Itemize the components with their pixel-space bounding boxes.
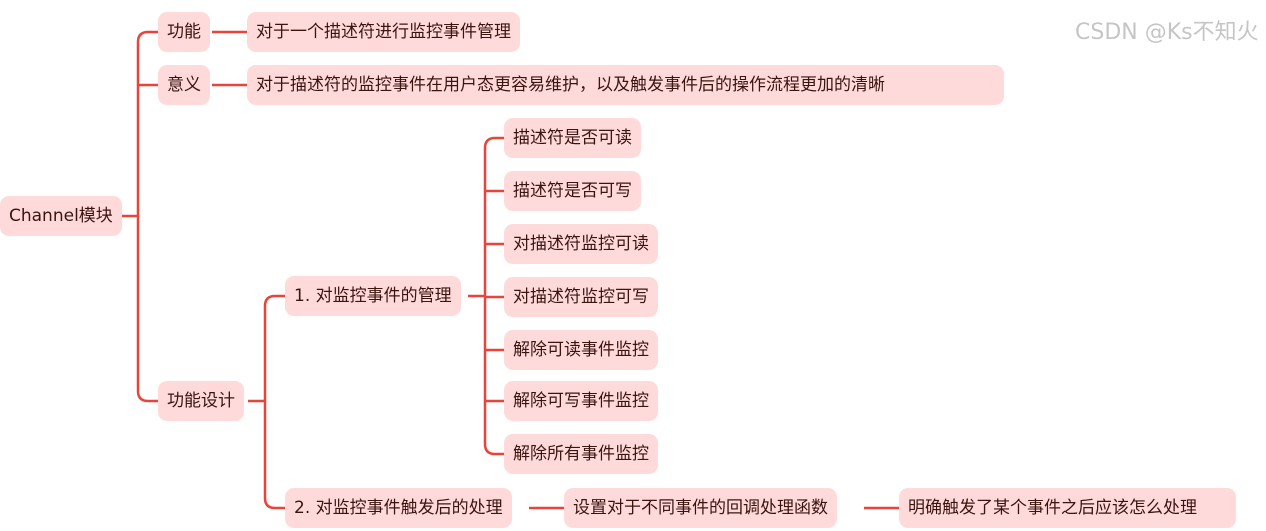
branch-meaning[interactable]: 意义 xyxy=(158,65,210,105)
management-item[interactable]: 解除可读事件监控 xyxy=(504,330,658,370)
branch-function[interactable]: 功能 xyxy=(158,12,210,52)
handling-item-node[interactable]: 设置对于不同事件的回调处理函数 xyxy=(564,488,837,528)
function-desc-node[interactable]: 对于一个描述符进行监控事件管理 xyxy=(247,12,520,52)
management-item[interactable]: 描述符是否可写 xyxy=(504,171,641,211)
management-item[interactable]: 解除可写事件监控 xyxy=(504,381,658,421)
management-item[interactable]: 对描述符监控可读 xyxy=(504,224,658,264)
handling-detail-node[interactable]: 明确触发了某个事件之后应该怎么处理 xyxy=(899,488,1236,528)
handling-node[interactable]: 2. 对监控事件触发后的处理 xyxy=(285,488,512,528)
management-item[interactable]: 对描述符监控可写 xyxy=(504,277,658,317)
management-item[interactable]: 描述符是否可读 xyxy=(504,118,641,158)
watermark: CSDN @Ks不知火 xyxy=(1075,20,1259,45)
root-node[interactable]: Channel模块 xyxy=(0,196,122,236)
management-node[interactable]: 1. 对监控事件的管理 xyxy=(285,276,461,316)
branch-design[interactable]: 功能设计 xyxy=(158,381,244,421)
meaning-desc-node[interactable]: 对于描述符的监控事件在用户态更容易维护，以及触发事件后的操作流程更加的清晰 xyxy=(247,65,1004,105)
management-item[interactable]: 解除所有事件监控 xyxy=(504,434,658,474)
